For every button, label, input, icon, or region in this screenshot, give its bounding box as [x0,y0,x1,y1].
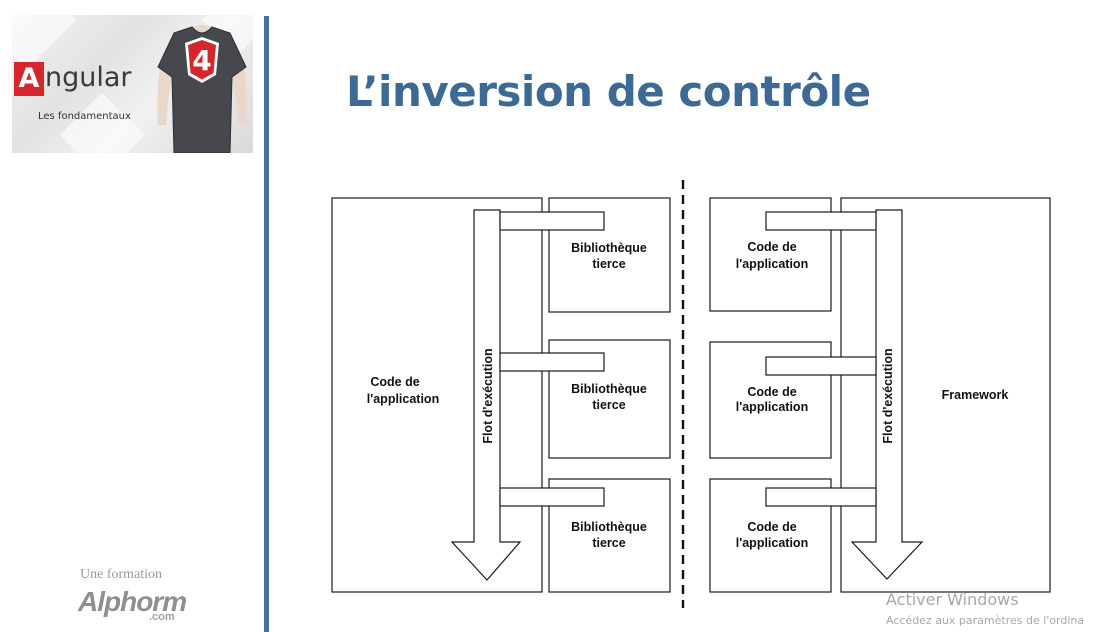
angular-logo-text: ngular [45,62,132,93]
angular-logo-letter: A [14,62,44,96]
left-module-1-line2: tierce [592,257,625,271]
left-module-2-line1: Bibliothèque [571,382,647,396]
left-application-box [331,197,543,593]
brand-logo-suffix: .com [149,611,175,623]
sidebar: A ngular Les fondamentaux 4 Une formatio… [0,0,262,632]
right-execution-flow-label: Flot d'exécution [881,348,895,443]
right-module-2-line2: l'application [736,400,808,414]
version-badge: 4 [192,44,211,77]
right-module-3-line1: Code de [747,520,796,534]
left-execution-flow-label: Flot d'exécution [481,348,495,443]
course-banner: A ngular Les fondamentaux 4 [12,15,253,153]
right-framework-label: Framework [942,388,1009,402]
left-module-1-line1: Bibliothèque [571,241,647,255]
brand-logo: Alphorm [78,586,187,617]
right-connector-1 [765,211,877,231]
right-module-3-line2: l'application [736,536,808,550]
left-module-3-line1: Bibliothèque [571,520,647,534]
right-module-1-line2: l'application [736,257,808,271]
tshirt-image: 4 [157,25,247,153]
right-connector-3 [765,487,877,507]
left-connector-1 [499,211,605,231]
angular-logo: A ngular Les fondamentaux [12,57,164,122]
activation-watermark-title: Activer Windows [886,590,1019,609]
left-module-3-line2: tierce [592,536,625,550]
sidebar-divider [264,16,269,632]
formation-caption: Une formation [80,567,163,582]
left-execution-flow-arrow [450,209,522,581]
left-application-label-line1: Code de [370,375,419,389]
left-connector-3 [499,487,605,507]
left-connector-2 [499,352,605,372]
activation-watermark-text: Accédez aux paramètres de l'ordina [886,614,1085,627]
course-subtitle: Les fondamentaux [38,111,131,122]
slide-title: L’inversion de contrôle [346,67,871,116]
right-connector-2 [765,356,877,376]
left-application-label-line2: l'application [367,392,439,406]
right-module-1-line1: Code de [747,240,796,254]
right-module-2-line1: Code de [747,385,796,399]
angular-shield-icon: 4 [185,37,219,83]
right-execution-flow-arrow [850,209,924,580]
left-module-2-line2: tierce [592,398,625,412]
